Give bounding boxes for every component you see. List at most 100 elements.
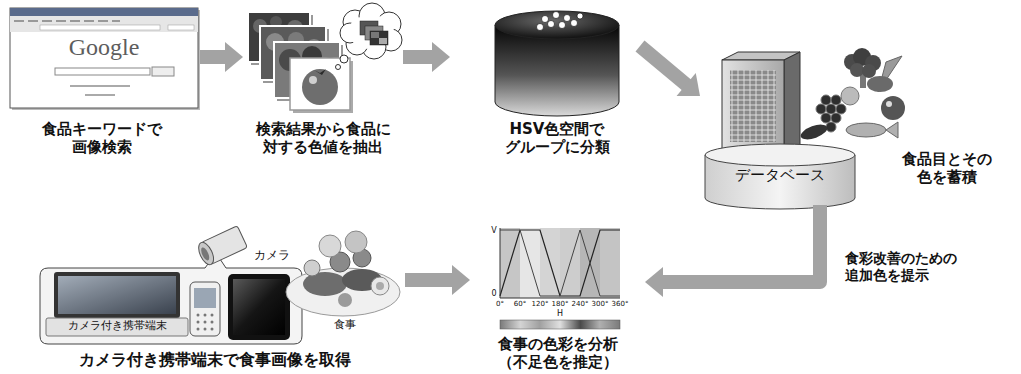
food-illustration xyxy=(816,104,826,114)
thought-bubble xyxy=(348,15,394,49)
food-illustration xyxy=(821,113,831,123)
device-bubble xyxy=(40,253,302,344)
arrow-shaft xyxy=(200,50,227,64)
camera-icon xyxy=(196,226,248,267)
arrow-shaft xyxy=(403,50,434,64)
meal-plate xyxy=(376,282,384,290)
food-illustration xyxy=(799,122,829,143)
hsv-cylinder xyxy=(537,24,544,31)
food-illustration xyxy=(846,123,886,137)
classify-step: HSV色空間で グループに分類 xyxy=(450,5,640,158)
part-label: カメラ xyxy=(254,248,290,262)
browser-window xyxy=(10,8,198,108)
device-bubble xyxy=(211,314,214,317)
extract-step: 検索結果から食品に 対する色値を抽出 xyxy=(243,5,403,158)
step-caption: 検索結果から食品に 対する色値を抽出 xyxy=(256,120,391,156)
arrow-head xyxy=(225,42,243,72)
hsv-chart xyxy=(500,228,620,329)
database-step: データベース 食品目とその 色を蓄積 xyxy=(700,55,1005,205)
device-bubble xyxy=(194,288,216,308)
browser-window xyxy=(70,85,130,87)
box-label: カメラ付き携帯端末 xyxy=(68,319,167,332)
food-illustration xyxy=(850,63,864,77)
food-illustration xyxy=(886,101,892,107)
arrow-head xyxy=(645,267,663,297)
server-tower xyxy=(722,60,784,155)
device-bubble xyxy=(58,276,176,314)
search-result-images xyxy=(302,69,338,105)
food-illustration xyxy=(841,87,859,105)
device-bubble xyxy=(211,321,214,324)
meal-plate xyxy=(286,268,400,316)
camera-icon xyxy=(196,240,217,267)
food-illustration xyxy=(799,48,905,142)
arrow-head xyxy=(432,42,450,72)
flow-arrow xyxy=(403,42,450,72)
step-caption: HSV色空間で グループに分類 xyxy=(505,120,610,156)
thought-bubble xyxy=(371,32,379,38)
device-bubble xyxy=(211,328,214,331)
device-bubble xyxy=(54,272,180,318)
food-illustration xyxy=(867,76,893,92)
browser-window xyxy=(10,8,198,16)
device-bubble xyxy=(204,314,207,317)
hsv-cylinder xyxy=(495,11,619,39)
step-caption: 食品目とその 色を蓄積 xyxy=(902,150,992,186)
hsv-chart xyxy=(600,228,620,298)
search-result-images xyxy=(290,58,350,110)
search-step: 食品キーワードで 画像検索 xyxy=(5,5,200,158)
tick-label: 60° xyxy=(514,300,526,308)
arrow-head xyxy=(452,265,470,295)
hsv-chart xyxy=(500,320,620,329)
device-bubble xyxy=(197,321,200,324)
meal-plate xyxy=(345,231,367,253)
tick-label: 0° xyxy=(496,300,504,308)
box-label: データベース xyxy=(735,166,825,184)
tick-label: 360° xyxy=(612,300,629,308)
device-bubble xyxy=(190,282,220,336)
thought-bubble xyxy=(340,55,348,63)
device-bubble xyxy=(197,328,200,331)
browser-window xyxy=(168,25,194,30)
device-bubble xyxy=(40,253,302,344)
browser-window xyxy=(10,16,198,32)
device-bubble xyxy=(228,274,290,340)
hsv-chart xyxy=(500,228,501,298)
hsv-cylinder xyxy=(548,21,555,28)
flow-arrow xyxy=(645,205,820,297)
food-illustration xyxy=(862,64,876,78)
thought-bubble xyxy=(370,31,388,45)
flow-arrow xyxy=(640,46,700,96)
device-bubble xyxy=(46,318,188,336)
server-tower xyxy=(722,52,800,155)
browser-window xyxy=(14,20,120,22)
tick-label: 240° xyxy=(572,300,589,308)
food-illustration xyxy=(831,95,841,105)
hsv-chart xyxy=(500,230,620,296)
thought-bubble xyxy=(336,65,341,70)
step-caption: 食事の色彩を分析 （不足色を推定） xyxy=(498,335,618,371)
hsv-cylinder xyxy=(495,11,619,116)
step-caption: カメラ付き携帯端末で食事画像を取得 xyxy=(79,350,351,369)
database-cylinder xyxy=(705,144,855,209)
capture-step: カメラ付き携帯端末カメラ付き携帯端末で食事画像を取得 xyxy=(40,222,405,372)
meal-plate xyxy=(338,293,352,307)
food-illustration xyxy=(826,122,836,132)
food-illustration xyxy=(826,104,836,114)
meal-plate xyxy=(286,231,400,316)
flow-arrow xyxy=(200,42,243,72)
hsv-cylinder xyxy=(542,16,549,23)
arrow-shaft xyxy=(661,205,820,282)
food-illustration xyxy=(836,104,846,114)
arrow-shaft xyxy=(640,46,688,86)
flow-arrow xyxy=(405,265,470,295)
browser-window xyxy=(40,25,160,30)
browser-window xyxy=(152,67,174,76)
hsv-chart xyxy=(500,230,620,296)
food-illustration xyxy=(831,113,841,123)
food-illustration xyxy=(881,96,905,120)
meal-plate xyxy=(371,277,389,295)
browser-window xyxy=(10,8,200,110)
hsv-chart xyxy=(500,298,620,299)
device-bubble xyxy=(204,328,207,331)
